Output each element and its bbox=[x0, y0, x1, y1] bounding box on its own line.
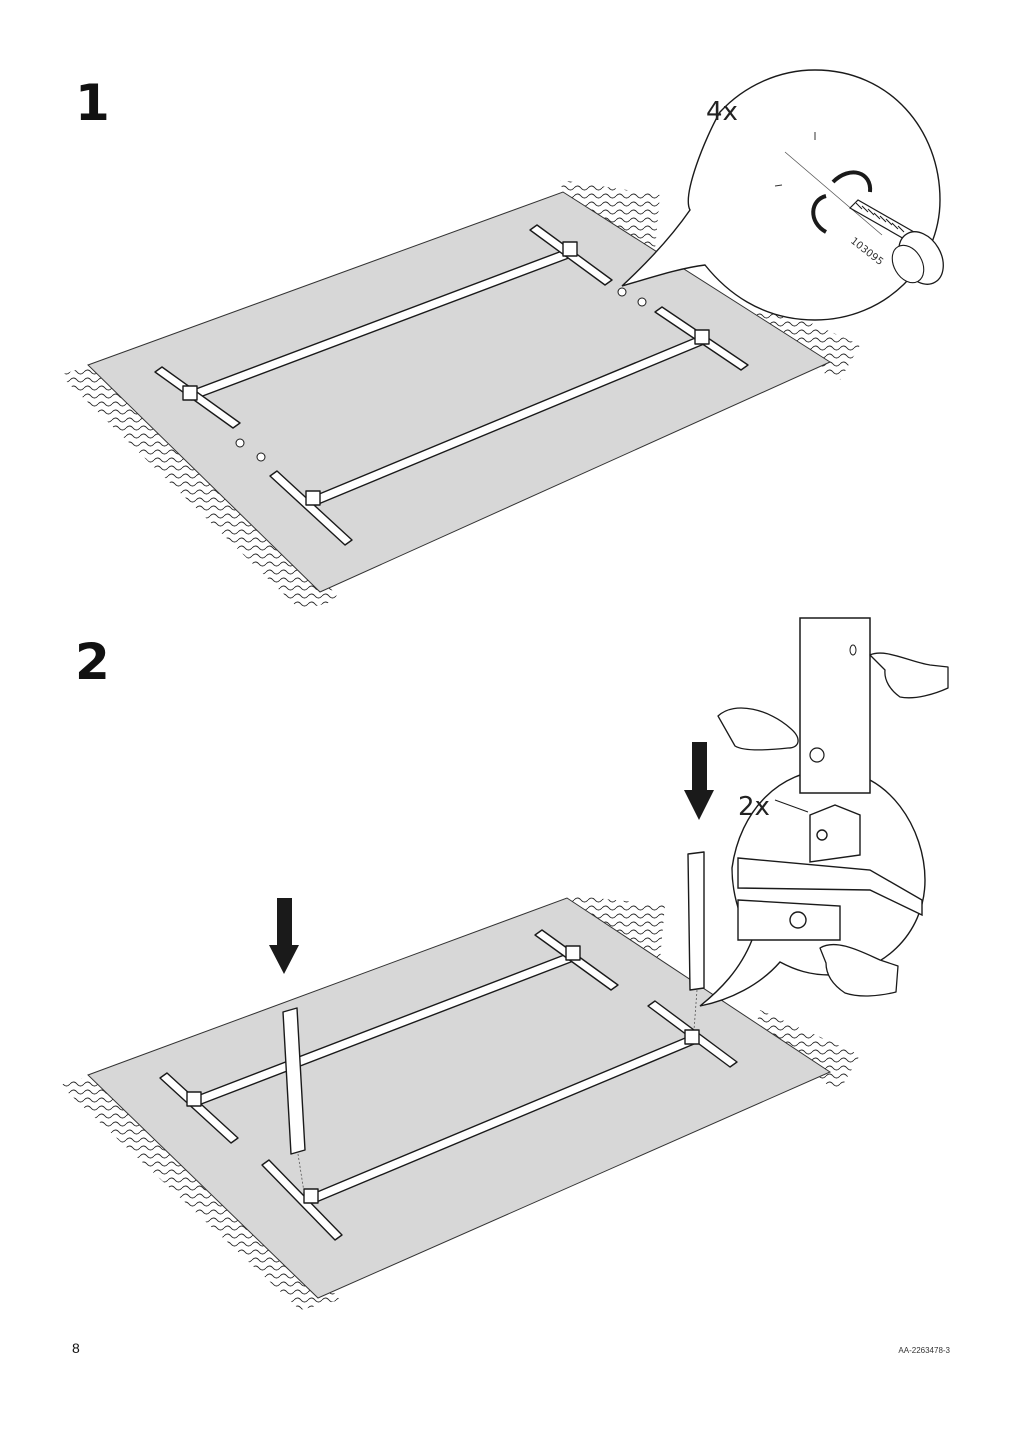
rug-fringe-right bbox=[750, 1010, 860, 1090]
frame bbox=[159, 851, 738, 1241]
step-2-quantity: 2x bbox=[738, 792, 770, 822]
rotate-arrow-icon bbox=[831, 170, 873, 193]
rug-fringe-left bbox=[60, 350, 340, 610]
leg-left bbox=[282, 1007, 306, 1155]
bracket-icon bbox=[737, 804, 923, 941]
rotate-arrow-icon bbox=[811, 194, 828, 234]
bracket-callout: 2x bbox=[699, 617, 926, 1007]
document-code: AA-2263478-3 bbox=[898, 1346, 950, 1355]
joint bbox=[182, 385, 198, 401]
rug-fringe-right bbox=[750, 300, 860, 380]
glides bbox=[235, 287, 647, 462]
cross-bar-left-front bbox=[269, 470, 353, 546]
joint bbox=[684, 1029, 700, 1045]
joint bbox=[562, 241, 578, 257]
arrows bbox=[269, 742, 714, 974]
leg-right bbox=[687, 851, 705, 991]
step-1-quantity: 4x bbox=[706, 97, 738, 127]
joint bbox=[565, 945, 581, 961]
glide-screw-icon bbox=[849, 199, 944, 285]
down-arrow-icon bbox=[684, 742, 714, 820]
joint bbox=[305, 490, 321, 506]
rug-fringe-top bbox=[565, 895, 665, 960]
step-2-number: 2 bbox=[75, 633, 110, 691]
frame bbox=[154, 224, 749, 546]
step-1-number: 1 bbox=[75, 74, 110, 132]
pointing-hand-icon bbox=[717, 707, 799, 751]
page-number: 8 bbox=[72, 1340, 80, 1356]
glide-callout: 4x 103095 bbox=[621, 69, 944, 321]
cross-bar-left-back bbox=[159, 1072, 239, 1144]
leg-tube bbox=[799, 617, 871, 794]
rug bbox=[87, 191, 832, 593]
down-arrow-icon bbox=[269, 898, 299, 974]
step-1-scene: 4x 103095 bbox=[60, 69, 944, 610]
cross-bar-left-front bbox=[261, 1159, 343, 1241]
joint bbox=[694, 329, 710, 345]
joint bbox=[186, 1091, 202, 1107]
hands bbox=[717, 652, 949, 997]
rug-fringe-top bbox=[560, 180, 660, 250]
joint bbox=[303, 1188, 319, 1204]
pointing-hand-icon bbox=[869, 652, 949, 699]
step-2-scene: 2x bbox=[60, 617, 949, 1310]
rug bbox=[87, 897, 832, 1299]
pointing-hand-icon bbox=[819, 943, 899, 997]
